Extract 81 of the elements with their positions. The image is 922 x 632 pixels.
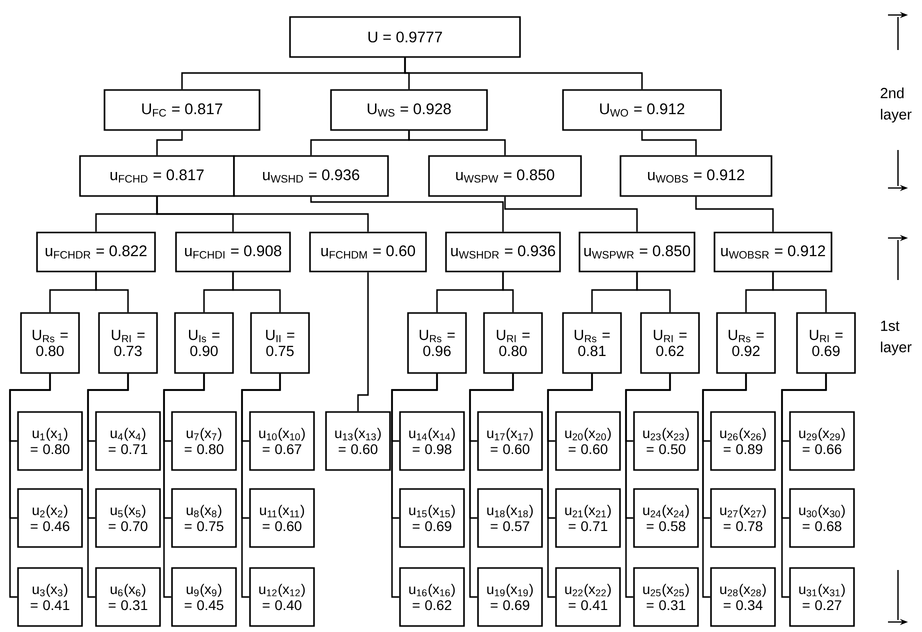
attribute-box: u$_{29}$(x$_{29}$) = 0.66 (789, 411, 855, 471)
attribute-box: u$_{13}$(x$_{13}$) = 0.60 (325, 411, 391, 471)
attribute-box: u$_{17}$(x$_{17}$) = 0.60 (477, 411, 543, 471)
utility-box: U$_{Rs}$ = 0.80 (20, 312, 80, 374)
utility-box: U$_{RI}$ = 0.73 (98, 312, 158, 374)
attribute-box: u$_{6}$(x$_{6}$) = 0.31 (95, 567, 161, 627)
utility-box: U$_{Rs}$ = 0.96 (407, 312, 467, 374)
utility-box: U$_{RI}$ = 0.69 (796, 312, 856, 374)
utility-box: u$_{FCHDR}$ = 0.822 (36, 232, 156, 272)
utility-box: u$_{WSPWR}$ = 0.850 (578, 232, 696, 272)
attribute-box: u$_{20}$(x$_{20}$) = 0.60 (555, 411, 621, 471)
attribute-box: u$_{15}$(x$_{15}$) = 0.69 (399, 488, 465, 548)
attribute-box: u$_{28}$(x$_{28}$) = 0.34 (710, 567, 776, 627)
attribute-box: u$_{9}$(x$_{9}$) = 0.45 (171, 567, 237, 627)
utility-box: U$_{FC}$ = 0.817 (104, 89, 260, 131)
utility-box: u$_{WSHD}$ = 0.936 (233, 155, 389, 197)
utility-box: U$_{WS}$ = 0.928 (330, 89, 488, 131)
utility-box: u$_{FCHDI}$ = 0.908 (175, 232, 291, 272)
connector-line (547, 374, 593, 598)
attribute-box: u$_{14}$(x$_{14}$) = 0.98 (399, 411, 465, 471)
connector-line (625, 374, 671, 598)
attribute-box: u$_{10}$(x$_{10}$) = 0.67 (249, 411, 315, 471)
connector-line (636, 272, 671, 312)
utility-box: U$_{Is}$ = 0.90 (174, 312, 234, 374)
utility-box: u$_{FCHDM}$ = 0.60 (309, 232, 427, 272)
attribute-box: u$_{30}$(x$_{30}$) = 0.68 (789, 488, 855, 548)
connector-line (408, 130, 506, 156)
connector-line (357, 272, 369, 412)
connector-line (156, 130, 183, 156)
utility-box: u$_{FCHD}$ = 0.817 (79, 155, 235, 197)
connector-line (156, 196, 369, 232)
utility-box: U$_{Rs}$ = 0.92 (716, 312, 776, 374)
layer-label: 2nd layer (880, 88, 912, 122)
utility-box: U = 0.9777 (289, 16, 521, 58)
connector-line (9, 374, 51, 598)
utility-box: u$_{WOBS}$ = 0.912 (620, 155, 772, 197)
attribute-box: u$_{27}$(x$_{27}$) = 0.78 (710, 488, 776, 548)
utility-box: U$_{RI}$ = 0.62 (640, 312, 700, 374)
connector-line (391, 374, 438, 598)
attribute-box: u$_{23}$(x$_{23}$) = 0.50 (633, 411, 699, 471)
attribute-box: u$_{7}$(x$_{7}$) = 0.80 (171, 411, 237, 471)
utility-box: U$_{II}$ = 0.75 (250, 312, 310, 374)
utility-box: u$_{WOBSR}$ = 0.912 (714, 232, 832, 272)
attribute-box: u$_{2}$(x$_{2}$) = 0.46 (17, 488, 83, 548)
connector-line (310, 196, 504, 232)
attribute-box: u$_{24}$(x$_{24}$) = 0.58 (633, 488, 699, 548)
connector-line (241, 374, 281, 598)
attribute-box: u$_{4}$(x$_{4}$) = 0.71 (95, 411, 161, 471)
attribute-box: u$_{8}$(x$_{8}$) = 0.75 (171, 488, 237, 548)
attribute-box: u$_{25}$(x$_{25}$) = 0.31 (633, 567, 699, 627)
attribute-box: u$_{12}$(x$_{12}$) = 0.40 (249, 567, 315, 627)
utility-box: u$_{WSPW}$ = 0.850 (428, 155, 582, 197)
attribute-box: u$_{26}$(x$_{26}$) = 0.89 (710, 411, 776, 471)
utility-box: U$_{WO}$ = 0.912 (562, 89, 722, 131)
connector-line (232, 272, 281, 312)
connector-line (95, 272, 129, 312)
connector-line (772, 272, 827, 312)
layer-label: 1st layer (880, 320, 912, 356)
connector-line (695, 196, 774, 232)
attribute-box: u$_{3}$(x$_{3}$) = 0.41 (17, 567, 83, 627)
utility-box: U$_{RI}$ = 0.80 (483, 312, 543, 374)
connector-line (87, 374, 129, 598)
attribute-box: u$_{5}$(x$_{5}$) = 0.70 (95, 488, 161, 548)
connector-line (404, 58, 643, 90)
connector-line (163, 374, 205, 598)
utility-box: U$_{Rs}$ = 0.81 (562, 312, 622, 374)
connector-line (502, 272, 514, 312)
attribute-box: u$_{22}$(x$_{22}$) = 0.41 (555, 567, 621, 627)
connector-line (504, 196, 638, 232)
attribute-box: u$_{16}$(x$_{16}$) = 0.62 (399, 567, 465, 627)
connector-line (702, 374, 747, 598)
attribute-box: u$_{21}$(x$_{21}$) = 0.71 (555, 488, 621, 548)
attribute-box: u$_{18}$(x$_{18}$) = 0.57 (477, 488, 543, 548)
connector-line (641, 130, 697, 156)
attribute-box: u$_{31}$(x$_{31}$) = 0.27 (789, 567, 855, 627)
utility-box: u$_{WSHDR}$ = 0.936 (445, 232, 561, 272)
connector-line (469, 374, 514, 598)
connector-line (781, 374, 827, 598)
attribute-box: u$_{1}$(x$_{1}$) = 0.80 (17, 411, 83, 471)
attribute-box: u$_{19}$(x$_{19}$) = 0.69 (477, 567, 543, 627)
attribute-box: u$_{11}$(x$_{11}$) = 0.60 (249, 488, 315, 548)
